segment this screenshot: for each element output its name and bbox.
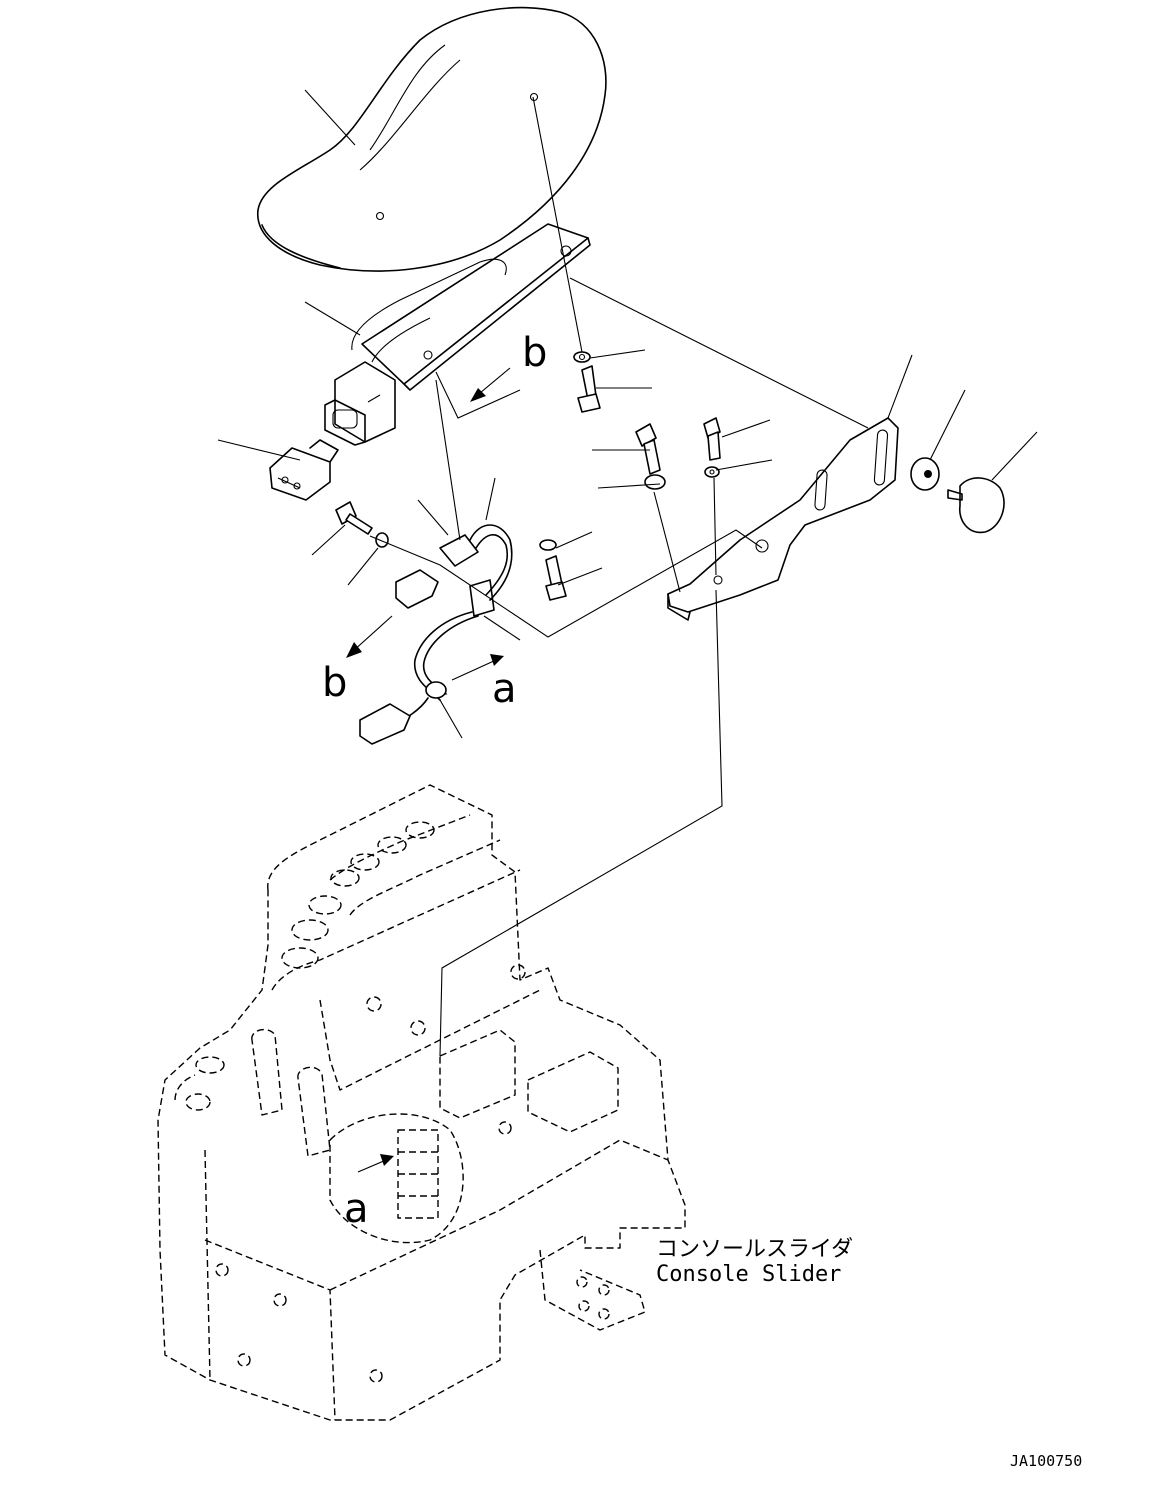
text-labels: b b a a コンソールスライダ Console Slider JA10075…	[322, 330, 1082, 1470]
callout-b-bottom: b	[322, 660, 347, 706]
callout-b-top: b	[522, 330, 547, 376]
connector-plug	[269, 439, 339, 501]
bolt-set-upper	[335, 351, 721, 601]
console-label-en: Console Slider	[656, 1262, 841, 1287]
console-slider-body	[157, 784, 686, 1421]
armrest-bracket	[324, 223, 591, 446]
console-label-jp: コンソールスライダ	[656, 1237, 853, 1262]
assembly-lines	[369, 96, 869, 1057]
direction-arrows	[346, 367, 511, 1173]
callout-a-bottom: a	[344, 1186, 369, 1232]
leader-lines	[217, 89, 1038, 739]
slide-bracket	[667, 417, 899, 621]
armrest-cushion	[257, 6, 607, 272]
wiring-harness	[359, 524, 513, 745]
callout-a-top: a	[492, 666, 517, 712]
drawing-number: JA100750	[1010, 1452, 1082, 1470]
spacer-and-knob	[910, 457, 1005, 534]
